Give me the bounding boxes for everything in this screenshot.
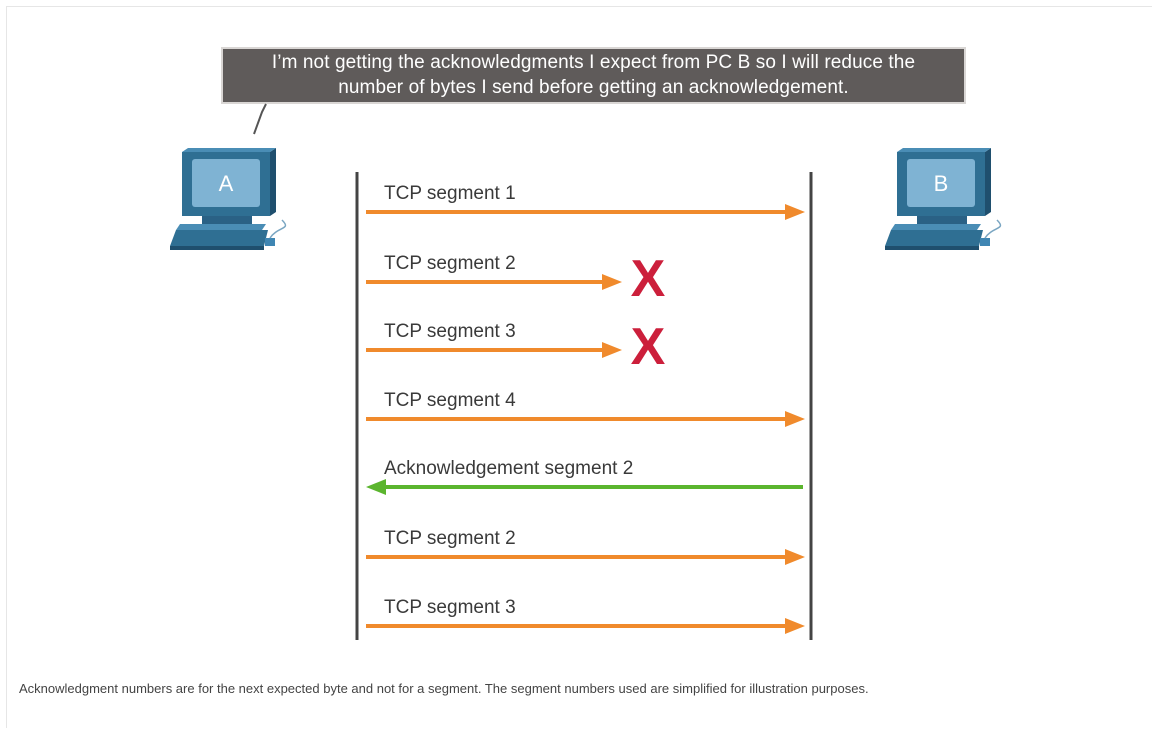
message-row: TCP segment 2 X (366, 250, 666, 308)
message-row: TCP segment 3 X (366, 318, 666, 376)
speech-bubble: I’m not getting the acknowledgments I ex… (221, 47, 966, 104)
message-label: TCP segment 2 (384, 253, 516, 274)
lost-x-mark: X (631, 318, 666, 376)
message-row: TCP segment 4 (366, 390, 805, 427)
message-row: TCP segment 2 (366, 528, 805, 565)
message-label: TCP segment 4 (384, 390, 516, 411)
message-arrow-head (785, 549, 805, 565)
message-row: Acknowledgement segment 2 (366, 458, 803, 495)
message-row: TCP segment 1 (366, 183, 805, 220)
message-arrow-head (785, 618, 805, 634)
pc-a: A (170, 148, 287, 250)
lost-x-mark: X (631, 250, 666, 308)
message-arrow-head (785, 204, 805, 220)
message-label: TCP segment 3 (384, 321, 516, 342)
speech-bubble-line-2: number of bytes I send before getting an… (338, 77, 849, 98)
message-label: Acknowledgement segment 2 (384, 458, 633, 479)
message-row: TCP segment 3 (366, 597, 805, 634)
message-arrow-head (785, 411, 805, 427)
message-arrow-head (602, 274, 622, 290)
pc-a-screen (192, 159, 260, 207)
message-label: TCP segment 1 (384, 183, 516, 204)
message-arrow-head (366, 479, 386, 495)
footnote: Acknowledgment numbers are for the next … (19, 681, 869, 696)
speech-bubble-line-1: I’m not getting the acknowledgments I ex… (271, 52, 916, 73)
pc-b: B (885, 148, 1002, 250)
message-arrow-head (602, 342, 622, 358)
pc-b-screen (907, 159, 975, 207)
speech-bubble-text: I’m not getting the acknowledgments I ex… (221, 50, 966, 100)
message-label: TCP segment 2 (384, 528, 516, 549)
pc-b-label: B (934, 171, 949, 196)
content-frame (6, 6, 1152, 728)
speech-bubble-tail (253, 103, 267, 135)
pc-a-label: A (219, 171, 234, 196)
message-label: TCP segment 3 (384, 597, 516, 618)
